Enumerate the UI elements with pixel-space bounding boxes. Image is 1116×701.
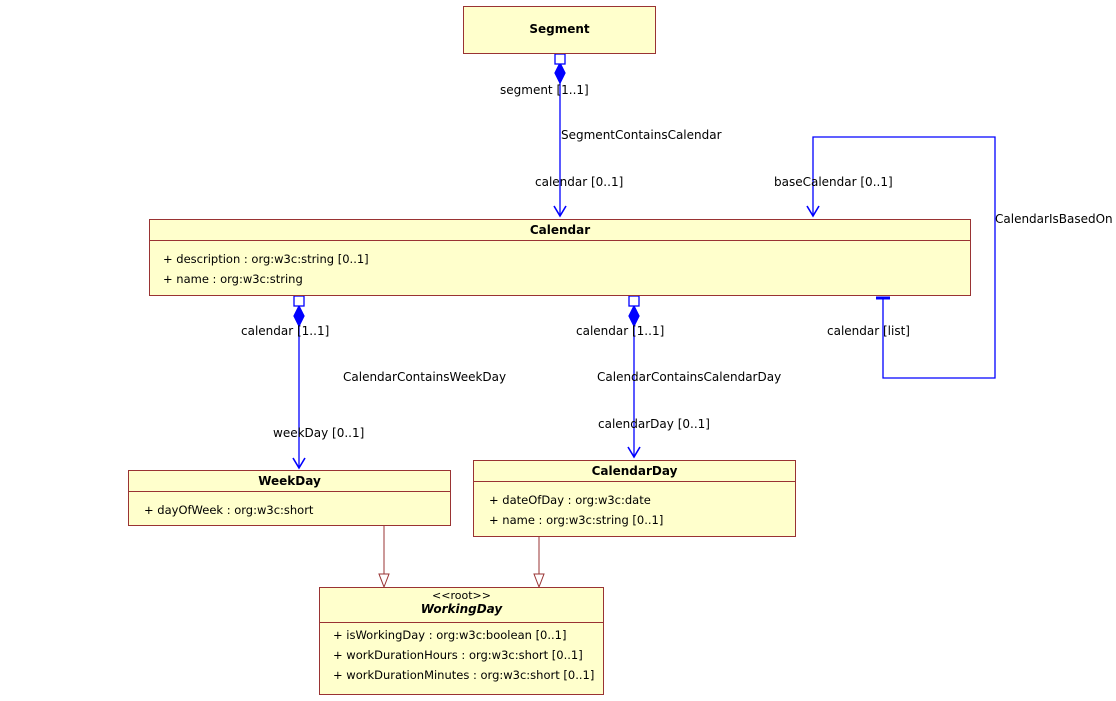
class-attribute: + isWorkingDay : org:w3c:boolean [0..1] bbox=[333, 628, 567, 642]
class-calendarday[interactable]: CalendarDay + dateOfDay : org:w3c:date +… bbox=[473, 460, 796, 537]
association-name-calendar-is-based-on: CalendarIsBasedOn bbox=[995, 212, 1113, 226]
generalization-weekday-workingday[interactable] bbox=[378, 526, 390, 589]
role-label-calendarday: calendarDay [0..1] bbox=[598, 417, 710, 431]
port-square bbox=[293, 295, 305, 307]
class-attribute: + dayOfWeek : org:w3c:short bbox=[144, 503, 314, 517]
class-attribute: + description : org:w3c:string [0..1] bbox=[163, 252, 369, 266]
port-square bbox=[628, 295, 640, 307]
class-segment[interactable]: Segment bbox=[463, 6, 656, 54]
role-label-weekday: weekDay [0..1] bbox=[273, 426, 365, 440]
class-name: Calendar bbox=[529, 223, 591, 237]
role-label-calendar-weekday-source: calendar [1..1] bbox=[241, 324, 330, 338]
edge-segment-contains-calendar[interactable] bbox=[553, 53, 567, 218]
class-divider: + description : org:w3c:string [0..1] + … bbox=[150, 240, 970, 289]
class-divider: + isWorkingDay : org:w3c:boolean [0..1] … bbox=[320, 622, 603, 685]
composition-diamond bbox=[293, 304, 305, 328]
class-attribute: + dateOfDay : org:w3c:date bbox=[489, 493, 651, 507]
class-name: CalendarDay bbox=[591, 464, 678, 478]
edge-calendar-is-based-on[interactable] bbox=[806, 136, 996, 379]
class-divider: + dayOfWeek : org:w3c:short bbox=[129, 491, 450, 520]
class-attribute: + workDurationMinutes : org:w3c:short [0… bbox=[333, 668, 595, 682]
composition-diamond bbox=[554, 61, 566, 85]
class-weekday[interactable]: WeekDay + dayOfWeek : org:w3c:short bbox=[128, 470, 451, 526]
class-name: WorkingDay bbox=[420, 602, 503, 616]
class-stereotype: <<root>> bbox=[432, 589, 491, 602]
class-name: WeekDay bbox=[258, 474, 321, 488]
port-square bbox=[554, 53, 566, 65]
class-calendar[interactable]: Calendar + description : org:w3c:string … bbox=[149, 219, 971, 296]
role-label-base-calendar: baseCalendar [0..1] bbox=[774, 175, 893, 189]
association-name-calendar-contains-weekday: CalendarContainsWeekDay bbox=[343, 370, 507, 384]
role-label-calendar-calendarday-source: calendar [1..1] bbox=[576, 324, 665, 338]
role-label-calendar-list: calendar [list] bbox=[827, 324, 910, 338]
edge-calendar-contains-calendarday[interactable] bbox=[627, 295, 641, 459]
class-divider: + dateOfDay : org:w3c:date + name : org:… bbox=[474, 481, 795, 530]
class-attribute: + workDurationHours : org:w3c:short [0..… bbox=[333, 648, 583, 662]
class-workingday[interactable]: <<root>> WorkingDay + isWorkingDay : org… bbox=[319, 587, 604, 695]
association-name-segment-contains-calendar: SegmentContainsCalendar bbox=[561, 128, 722, 142]
class-attribute: + name : org:w3c:string [0..1] bbox=[489, 513, 664, 527]
role-label-segment: segment [1..1] bbox=[500, 83, 589, 97]
class-name: Segment bbox=[529, 22, 590, 36]
generalization-calendarday-workingday[interactable] bbox=[533, 537, 545, 589]
composition-diamond bbox=[628, 304, 640, 328]
class-attribute: + name : org:w3c:string bbox=[163, 272, 303, 286]
role-label-calendar: calendar [0..1] bbox=[535, 175, 624, 189]
association-name-calendar-contains-calendarday: CalendarContainsCalendarDay bbox=[597, 370, 782, 384]
edge-calendar-contains-weekday[interactable] bbox=[292, 295, 306, 470]
